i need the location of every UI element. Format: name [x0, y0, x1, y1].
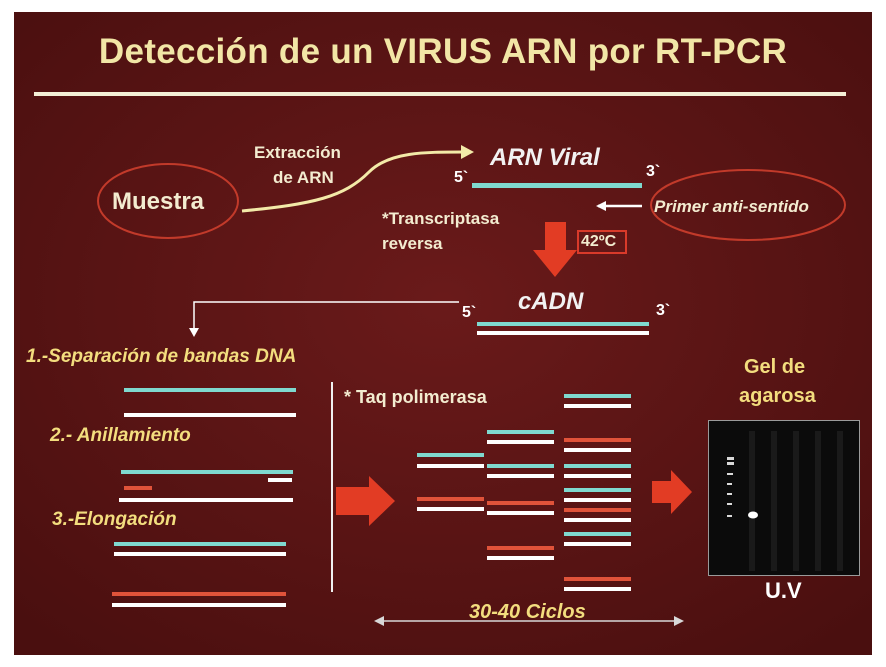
step3-strand-white [114, 552, 286, 556]
muestra-oval [97, 163, 239, 239]
right-block-arrow-icon [336, 476, 395, 526]
arn-viral-label: ARN Viral [490, 144, 600, 171]
uv-label: U.V [765, 578, 802, 603]
diagram-graphics [14, 12, 872, 655]
muestra-label: Muestra [112, 188, 205, 215]
step1-strand-cyan [124, 388, 296, 392]
slide: Detección de un VIRUS ARN por RT-PCR Mue… [14, 12, 872, 655]
step3-label: 3.-Elongación [52, 509, 177, 530]
step3-strand-cyan [114, 542, 286, 546]
curved-arrow-icon [241, 150, 465, 213]
pcr-column-2 [487, 430, 554, 560]
gel-label-line1: Gel de [744, 356, 806, 378]
step3-strand-red [112, 592, 286, 596]
primer-oval [650, 169, 846, 241]
cadn-strand-bottom [477, 331, 649, 335]
page-title: Detección de un VIRUS ARN por RT-PCR [98, 32, 788, 71]
temperature-box [577, 230, 627, 254]
three-prime-cadn-label: 3` [656, 302, 671, 319]
gel-image [708, 420, 860, 576]
taq-label: * Taq polimerasa [344, 387, 487, 407]
transcriptasa-label-line1: *Transcriptasa [382, 209, 500, 228]
pcr-column-3 [564, 394, 631, 591]
step3-strand-white-2 [112, 603, 286, 607]
three-prime-top-label: 3` [646, 163, 661, 180]
title-underline [34, 92, 846, 96]
cadn-label: cADN [518, 288, 584, 315]
pcr-column-1 [417, 453, 484, 511]
down-arrow-icon [533, 222, 577, 277]
elbow-arrow-icon [193, 301, 459, 330]
extraccion-label-line1: Extracción [254, 143, 341, 162]
step1-strand-white [124, 413, 296, 417]
step2-label: 2.- Anillamiento [50, 425, 191, 446]
arn-viral-strand [472, 183, 642, 188]
cycles-label: 30-40 Ciclos [469, 601, 586, 623]
transcriptasa-label-line2: reversa [382, 234, 443, 253]
five-prime-cadn-label: 5` [462, 304, 477, 321]
step2-primer-white [268, 478, 292, 482]
right-block-arrow-icon-2 [652, 470, 692, 514]
step1-label: 1.-Separación de bandas DNA [26, 346, 297, 367]
five-prime-top-label: 5` [454, 169, 469, 186]
extraccion-label-line2: de ARN [273, 168, 334, 187]
step2-primer-red [124, 486, 152, 490]
vertical-divider [331, 382, 333, 592]
primer-label: Primer anti-sentido [654, 197, 809, 216]
step2-strand-white [119, 498, 293, 502]
step2-strand-cyan [121, 470, 293, 474]
cadn-strand-top [477, 322, 649, 326]
gel-label-line2: agarosa [739, 385, 816, 407]
temperature-label: 42ºC [581, 233, 617, 250]
